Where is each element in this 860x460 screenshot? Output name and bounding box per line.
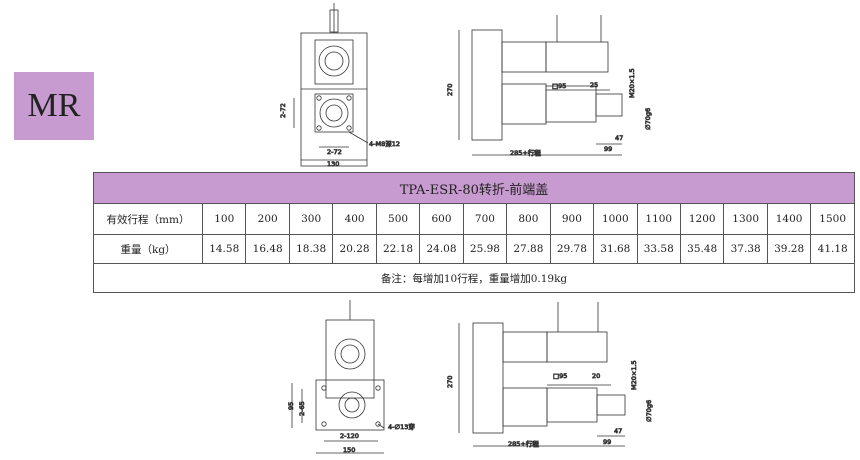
weight-cell: 25.98 <box>462 234 508 264</box>
stroke-cell: 500 <box>375 203 421 235</box>
top-front-dim-v: 2-72 <box>279 103 287 118</box>
stroke-cell: 1100 <box>636 203 681 235</box>
stroke-cell: 700 <box>462 203 508 235</box>
note-row: 备注：每增加10行程，重量增加0.19kg <box>93 263 855 293</box>
stroke-row: 有效行程（mm） 100 200 300 400 500 600 700 800… <box>93 203 855 235</box>
stroke-cell: 300 <box>288 203 334 235</box>
weight-cell: 35.48 <box>679 234 725 264</box>
spec-table: TPA-ESR-80转折-前端盖 有效行程（mm） 100 200 300 40… <box>93 172 855 293</box>
weight-cell: 14.58 <box>201 234 247 264</box>
bottom-side-dim-length: 285+行程 <box>508 439 539 448</box>
weight-cell: 41.18 <box>810 234 855 264</box>
top-side-dim-length: 285+行程 <box>510 148 541 157</box>
stroke-cell: 800 <box>506 203 551 235</box>
stroke-cell: 100 <box>201 203 247 235</box>
stroke-row-header: 有效行程（mm） <box>93 203 203 235</box>
series-badge: MR <box>14 72 94 140</box>
bottom-side-dim-offset: 20 <box>592 372 600 380</box>
weight-cell: 20.28 <box>332 234 377 264</box>
spec-table-title: TPA-ESR-80转折-前端盖 <box>93 172 855 204</box>
top-front-dim-width: 130 <box>327 160 339 168</box>
bottom-side-dim-99: 99 <box>603 438 611 446</box>
top-side-dim-square: □95 <box>552 82 566 90</box>
top-side-dim-47: 47 <box>615 134 623 142</box>
bottom-side-dim-47: 47 <box>614 427 622 435</box>
top-front-hole-note: 4-M8深12 <box>369 139 400 148</box>
stroke-cell: 200 <box>245 203 290 235</box>
weight-row: 重量（kg） 14.58 16.48 18.38 20.28 22.18 24.… <box>93 234 855 264</box>
bottom-front-hole-note: 4-∅13穿 <box>388 422 415 431</box>
bottom-side-dim-height: 270 <box>446 376 454 388</box>
top-side-dim-99: 99 <box>604 145 612 153</box>
bottom-side-dim-square: □95 <box>553 372 567 380</box>
weight-cell: 27.88 <box>506 234 551 264</box>
stroke-cell: 900 <box>549 203 595 235</box>
weight-cell: 16.48 <box>245 234 290 264</box>
bottom-side-view <box>458 302 626 447</box>
bottom-front-view <box>291 300 385 454</box>
top-side-dim-offset: 25 <box>590 81 598 89</box>
bottom-front-dim-h: 2-120 <box>340 432 359 440</box>
weight-cell: 22.18 <box>375 234 421 264</box>
weight-cell: 31.68 <box>593 234 638 264</box>
stroke-cell: 1300 <box>723 203 768 235</box>
bottom-side-dim-thread: M20×1.5 <box>630 360 638 390</box>
stroke-cell: 400 <box>332 203 377 235</box>
table-note: 备注：每增加10行程，重量增加0.19kg <box>93 263 855 293</box>
top-side-view <box>458 15 623 156</box>
weight-cell: 29.78 <box>549 234 595 264</box>
stroke-cell: 1200 <box>679 203 725 235</box>
top-side-dim-thread: M20×1.5 <box>628 68 636 98</box>
stroke-cell: 1400 <box>766 203 812 235</box>
bottom-front-dim-95: 95 <box>287 402 295 410</box>
weight-cell: 39.28 <box>766 234 812 264</box>
weight-cell: 37.38 <box>723 234 768 264</box>
top-front-dim-h: 2-72 <box>327 148 342 156</box>
stroke-cell: 600 <box>419 203 464 235</box>
top-side-dim-height: 270 <box>446 84 454 96</box>
weight-cell: 33.58 <box>636 234 681 264</box>
weight-cell: 18.38 <box>288 234 334 264</box>
top-side-dim-shaft: ∅70g6 <box>644 108 652 130</box>
stroke-cell: 1500 <box>810 203 855 235</box>
top-front-view <box>293 3 369 167</box>
bottom-side-dim-shaft: ∅70g6 <box>645 400 653 422</box>
weight-row-header: 重量（kg） <box>93 234 203 264</box>
bottom-front-dim-v: 2-65 <box>298 401 306 416</box>
stroke-cell: 1000 <box>593 203 638 235</box>
spec-table-title-row: TPA-ESR-80转折-前端盖 <box>93 172 855 204</box>
series-badge-label: MR <box>27 87 81 124</box>
weight-cell: 24.08 <box>419 234 464 264</box>
bottom-front-dim-width: 150 <box>343 446 355 454</box>
